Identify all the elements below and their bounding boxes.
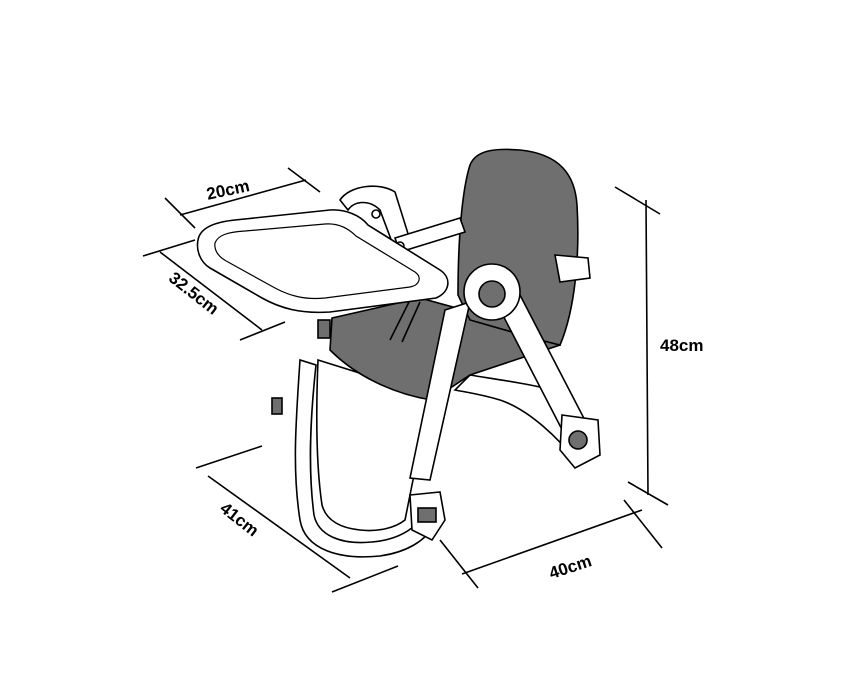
tray-inner [214, 223, 420, 300]
dimension-height: 48cm [614, 186, 703, 506]
tray-arm-pin [371, 209, 381, 219]
dimension-base-width: 40cm [439, 499, 663, 589]
left-foot [271, 397, 283, 415]
hinge-knob-icon [478, 280, 506, 308]
dimension-label-tray-depth: 20cm [205, 176, 251, 204]
rear-wheel-icon [568, 430, 588, 450]
harness-strap-right [401, 301, 421, 343]
front-clip-button [417, 507, 437, 523]
seat-belt [554, 254, 591, 283]
base-panel [316, 358, 431, 532]
dimension-label-base-width: 40cm [547, 551, 594, 583]
dimension-label-base-depth: 41cm [216, 499, 262, 541]
chair-illustration [196, 148, 601, 558]
dimension-label-height: 48cm [660, 336, 703, 355]
left-leg-clip [317, 319, 331, 339]
harness-strap-left [389, 299, 411, 341]
tray-outer [196, 209, 449, 314]
front-leg-right [409, 300, 472, 481]
